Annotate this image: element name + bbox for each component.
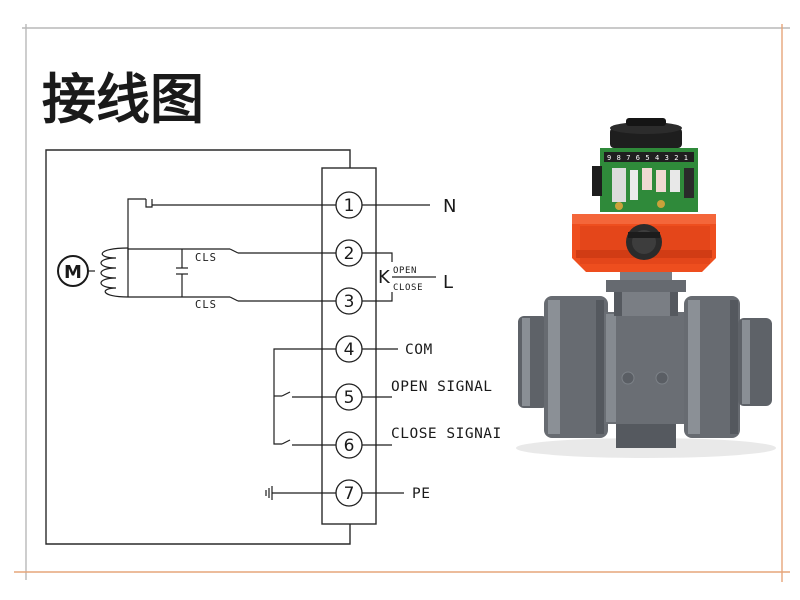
scale-number: 9 — [607, 154, 611, 162]
terminal-circle — [335, 287, 363, 315]
terminal-3: 3 — [335, 287, 363, 315]
scale-number: 1 — [684, 154, 688, 162]
relay-label: K — [378, 267, 391, 288]
terminal-1: 1 — [335, 191, 363, 219]
motor-winding-coil — [100, 247, 129, 298]
terminal-number: 1 — [344, 196, 355, 216]
motor-label: M — [64, 262, 82, 283]
terminal-circle — [335, 239, 363, 267]
terminal-5: 5 — [335, 383, 363, 411]
wire-neutral — [127, 198, 146, 260]
relay-k: K OPEN CLOSE — [362, 252, 436, 302]
relay-open-label: OPEN — [393, 266, 417, 276]
scale-number: 3 — [665, 154, 669, 162]
relay-close-label: CLOSE — [393, 283, 423, 293]
cls-label-top: CLS — [195, 252, 217, 264]
scale-number: 2 — [674, 154, 678, 162]
cls-label-bottom: CLS — [195, 299, 217, 311]
label-com: COM — [405, 342, 433, 358]
ground-symbol — [265, 486, 336, 500]
terminal-number: 4 — [344, 340, 355, 360]
signal-switch-group — [273, 348, 336, 446]
terminal-7: 7 — [335, 479, 363, 507]
terminal-list: 1 2 3 4 5 6 7 — [335, 191, 363, 507]
terminal-number: 3 — [344, 292, 355, 312]
limit-switch-close: CLS — [195, 296, 336, 311]
label-N: N — [443, 196, 456, 217]
terminal-4: 4 — [335, 335, 363, 363]
motor: M — [57, 255, 95, 287]
terminal-2: 2 — [335, 239, 363, 267]
terminal-number: 7 — [344, 484, 355, 504]
limit-switch-open: CLS — [195, 248, 336, 264]
scale-number: 4 — [655, 154, 659, 162]
label-pe: PE — [412, 486, 430, 502]
thermal-switch — [145, 199, 153, 208]
scale-number: 8 — [617, 154, 621, 162]
label-L: L — [443, 272, 453, 293]
terminal-6: 6 — [335, 431, 363, 459]
scale-number: 6 — [636, 154, 640, 162]
scale-number: 5 — [645, 154, 649, 162]
label-close-signal: CLOSE SIGNAI — [391, 426, 502, 442]
terminal-number: 6 — [344, 436, 355, 456]
page-title: 接线图 — [42, 68, 204, 131]
terminal-number: 5 — [344, 388, 355, 408]
frame-line — [45, 149, 351, 545]
terminal-number: 2 — [344, 244, 355, 264]
scale-number: 7 — [626, 154, 630, 162]
label-open-signal: OPEN SIGNAL — [391, 379, 493, 395]
capacitor — [176, 249, 188, 297]
